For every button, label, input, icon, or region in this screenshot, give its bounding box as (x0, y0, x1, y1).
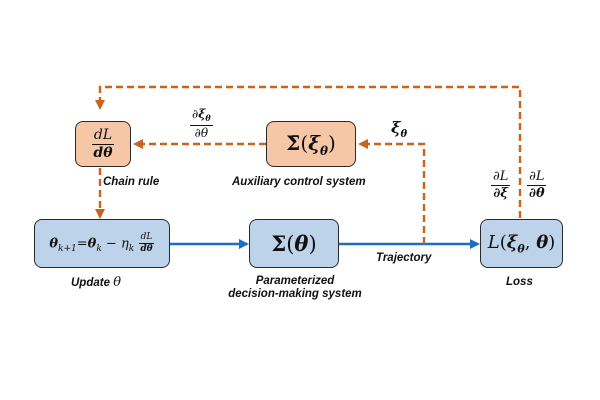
theta-subscript: θ (319, 143, 328, 158)
denominator: dθ (93, 144, 113, 161)
auxiliary-control-system-caption: Auxiliary control system (232, 176, 366, 188)
xi-theta-symbol: ξ (391, 118, 401, 137)
parameterized-system-node: Σ(θ) (249, 219, 339, 268)
loss-node: L(ξθ, θ) (480, 219, 563, 268)
dl-dtheta-denominator: ∂θ (529, 185, 545, 201)
update-grad-numerator: dL (140, 231, 153, 242)
parameterized-caption: Parameterized decision-making system (210, 275, 380, 301)
dl-dxi-label: ∂L ∂ξ (491, 169, 511, 201)
dxi-partial: ∂ (192, 107, 199, 121)
parameterized-caption-line1: Parameterized (255, 275, 335, 287)
dxi-denominator: ∂θ (194, 125, 209, 140)
trajectory-label: Trajectory (376, 252, 432, 264)
dl-dxi-denominator: ∂ξ (493, 185, 508, 201)
dl-dxi-numerator: ∂L (493, 169, 509, 184)
theta-argument: θ (294, 231, 309, 256)
theta-current: θ (87, 236, 97, 251)
arrow-loss-feedback-to-chain-rule (95, 85, 522, 218)
dl-dtheta-numerator: ∂L (529, 169, 545, 184)
loss-theta: θ (536, 231, 549, 253)
sigma-bar-symbol: Σ̄ (286, 130, 301, 155)
parameterized-caption-line2: decision-making system (228, 288, 362, 300)
loss-xi-subscript: θ (517, 242, 525, 256)
xi-theta-subscript: θ (400, 129, 408, 141)
auxiliary-control-system-node: Σ̄(ξθ) (266, 121, 356, 167)
loss-caption: Loss (506, 276, 533, 288)
dl-dtheta-label: ∂L ∂θ (527, 170, 547, 200)
eta-index: k (128, 243, 135, 254)
theta-next: θ (49, 236, 58, 251)
eta-symbol: η (120, 236, 129, 251)
sigma-symbol: Σ (271, 231, 287, 256)
index-k: k (96, 243, 102, 254)
update-caption: Update θ (71, 276, 121, 290)
index-next: k+1 (58, 243, 77, 254)
update-caption-text: Update (71, 277, 110, 289)
update-caption-theta: θ (113, 275, 122, 290)
chain-rule-node: dL dθ (75, 121, 131, 167)
loss-xi: ξ (506, 231, 518, 253)
xi-symbol: ξ (308, 130, 320, 155)
numerator: dL (93, 126, 113, 143)
dl-dtheta-total-derivative: dL dθ (91, 126, 115, 161)
loss-symbol: L (487, 231, 500, 253)
chain-rule-caption: Chain rule (103, 176, 160, 188)
dxi-sub: θ (205, 113, 211, 124)
dxi-dtheta-label: ∂ξθ ∂θ (190, 108, 213, 139)
arrow-trajectory-to-auxiliary (358, 139, 426, 244)
dxi-xi: ξ (198, 107, 206, 121)
update-grad-denominator: dθ (140, 244, 153, 254)
xi-theta-label: ξθ (391, 118, 407, 140)
update-node: θk+1=θk − ηk dL dθ (34, 219, 170, 268)
